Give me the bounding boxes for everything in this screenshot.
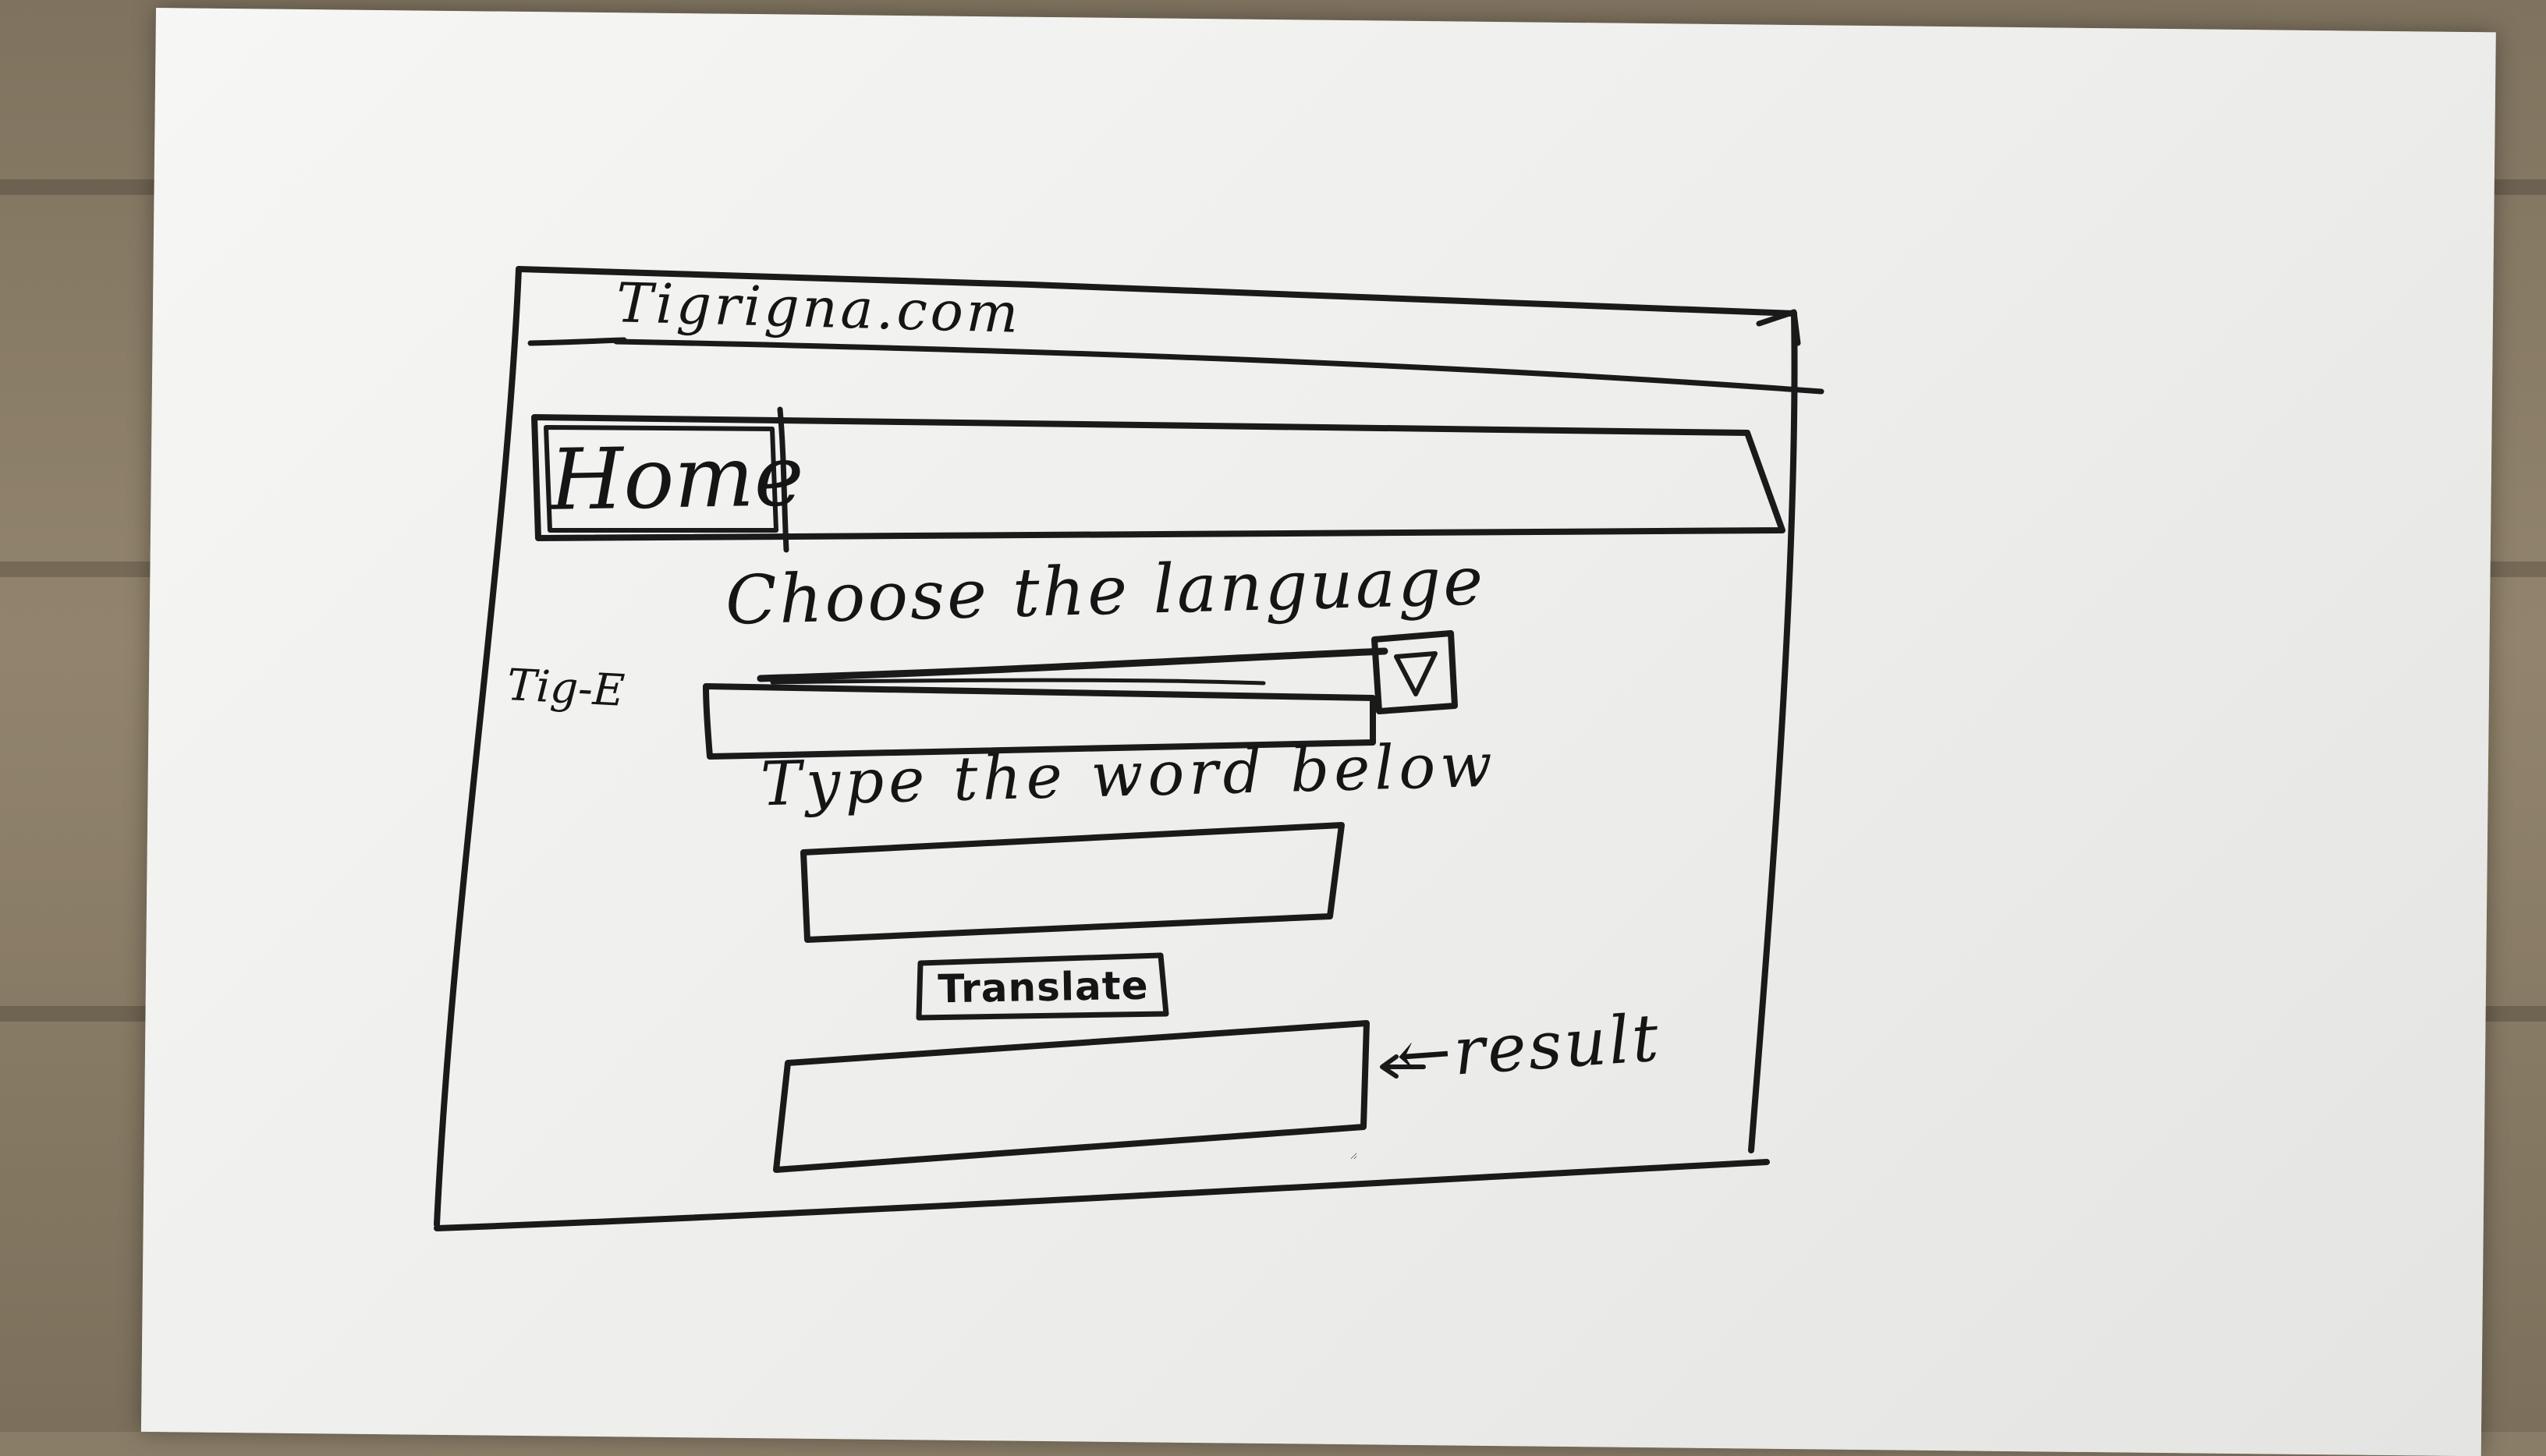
result-output[interactable] bbox=[780, 1031, 1357, 1160]
translate-button-outline bbox=[916, 952, 1169, 1021]
result-label: ←result bbox=[1393, 999, 1664, 1094]
window-frame-corner-hook bbox=[1756, 309, 1801, 346]
title-underline bbox=[527, 337, 627, 346]
home-tab-inner-box bbox=[544, 425, 778, 533]
dropdown-arrow-shape bbox=[1394, 651, 1438, 696]
language-select-top-strike bbox=[757, 647, 1388, 682]
dropdown-button-outline bbox=[1371, 630, 1458, 714]
home-tab-divider bbox=[777, 406, 789, 553]
nav-bar-outline bbox=[531, 414, 1785, 541]
result-pointer-arrow bbox=[1380, 1054, 1426, 1079]
site-title: Tigrigna.com bbox=[615, 271, 1023, 345]
nav-bar-empty-area bbox=[788, 417, 1771, 526]
window-frame-right-edge bbox=[1748, 310, 1798, 1153]
tab-home[interactable]: Home bbox=[548, 427, 805, 530]
word-input[interactable] bbox=[807, 831, 1330, 936]
language-heading: Choose the language bbox=[724, 542, 1487, 640]
window-frame-bottom-edge bbox=[434, 1159, 1770, 1231]
window-frame-top-edge bbox=[516, 266, 1797, 317]
triangle-down-icon[interactable] bbox=[1373, 636, 1451, 714]
language-select[interactable] bbox=[711, 678, 1367, 756]
word-input-label: Type the word below bbox=[759, 730, 1498, 820]
language-pair-label: Tig-E bbox=[505, 660, 626, 717]
window-frame-left-edge bbox=[434, 266, 522, 1228]
translate-button[interactable]: Translate bbox=[937, 962, 1150, 1012]
title-bar-separator bbox=[613, 338, 1824, 395]
